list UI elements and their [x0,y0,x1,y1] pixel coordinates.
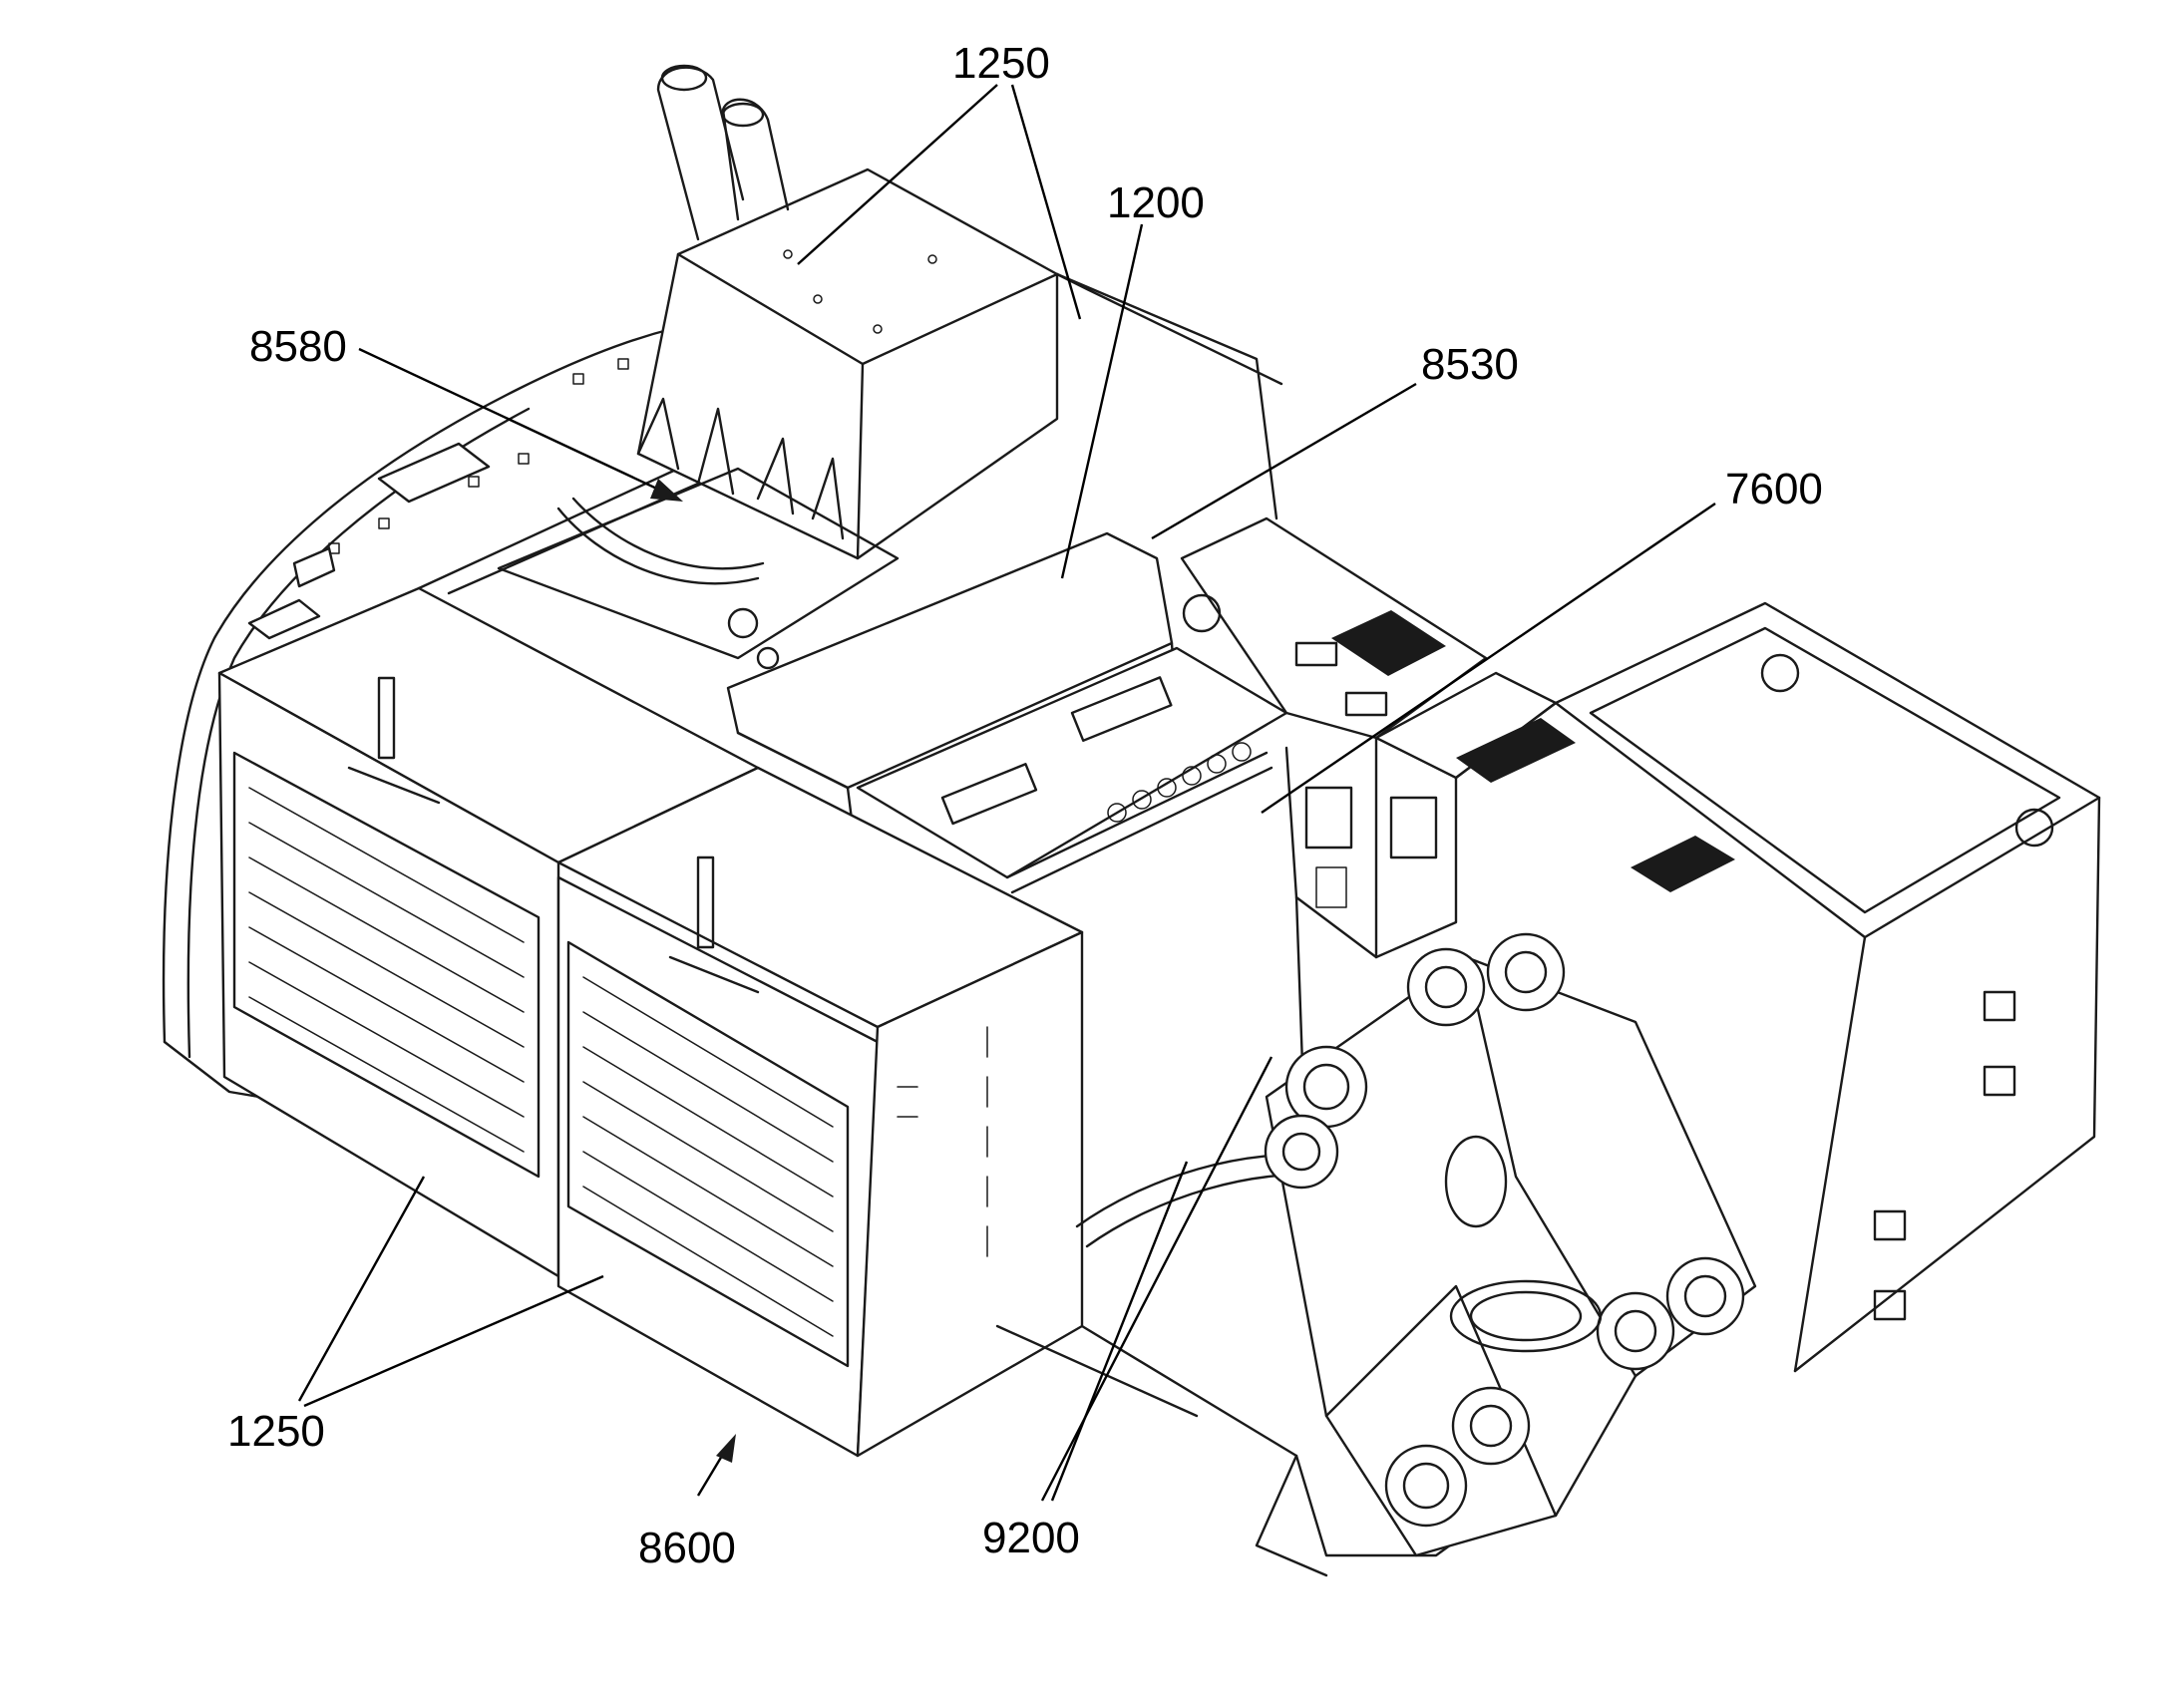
leader-1200 [1060,223,1144,579]
leader-9200-b [1050,1161,1189,1502]
reference-labels: 1250 1200 8580 8530 7600 1250 8600 9200 [227,39,1823,1572]
cabinet-7600 [1284,671,1558,959]
label-1250-bottom: 1250 [227,1407,325,1456]
radiator-right-louvers [582,976,834,1337]
boom-mount-9200 [1264,932,1757,1557]
leader-8530 [1151,382,1417,540]
connector-row [1107,742,1252,823]
leader-1250-bottom-b [303,1274,604,1408]
leader-1250-bottom-a [297,1176,426,1402]
label-1200: 1200 [1107,178,1205,227]
label-8530: 8530 [1421,340,1519,389]
leader-8580-arrow [650,479,683,502]
leader-1250-top-a [797,84,998,265]
leader-8600-arrow [716,1434,736,1463]
leader-8580 [358,347,679,501]
leader-7600 [1261,503,1716,814]
label-7600: 7600 [1725,465,1823,513]
label-8600: 8600 [638,1524,736,1572]
label-1250-top: 1250 [952,39,1050,88]
upper-cover-1250 [636,64,1059,560]
control-console-8530 [1180,516,1488,740]
label-9200: 9200 [982,1514,1080,1562]
inner-bay [497,467,900,670]
right-tank-box [1454,601,2101,1373]
radiator-left-louvers [248,787,525,1153]
radiator-right [556,766,1084,1458]
radiator-left [217,586,760,1278]
deck-fasteners [247,358,629,640]
pivot-bosses [1264,932,1745,1528]
leader-lines [297,84,1716,1502]
leader-1250-top-b [1010,84,1082,320]
center-module-1200 [726,531,1288,894]
label-8580: 8580 [249,322,347,371]
